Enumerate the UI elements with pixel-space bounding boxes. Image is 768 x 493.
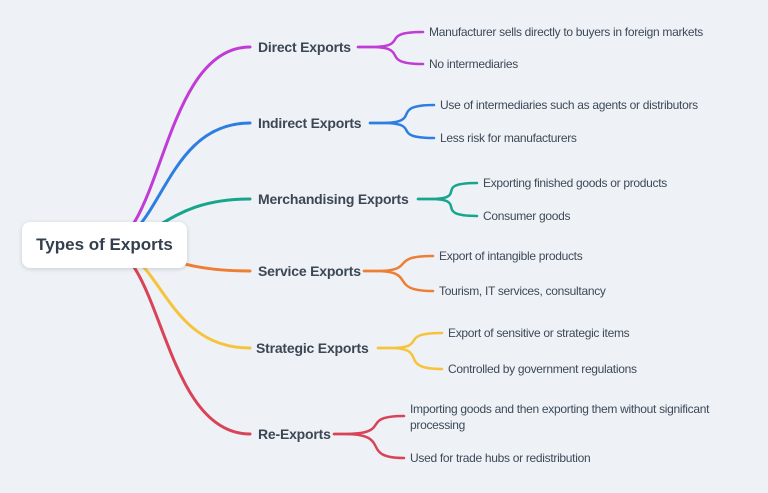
branch-node-merchandising-exports[interactable]: Merchandising Exports: [258, 191, 409, 207]
leaf-node[interactable]: Manufacturer sells directly to buyers in…: [429, 25, 703, 39]
branch-node-strategic-exports[interactable]: Strategic Exports: [256, 340, 369, 356]
leaf-node[interactable]: Used for trade hubs or redistribution: [410, 451, 591, 465]
leaf-curve: [376, 346, 444, 371]
leaf-curve: [332, 414, 406, 436]
leaf-node[interactable]: Importing goods and then exporting them …: [410, 402, 710, 432]
leaf-node[interactable]: Consumer goods: [483, 209, 571, 223]
leaf-node[interactable]: No intermediaries: [429, 57, 518, 71]
branch-node-re-exports[interactable]: Re-Exports: [258, 426, 331, 442]
leaf-node[interactable]: Export of intangible products: [439, 249, 583, 263]
leaf-curve: [362, 254, 435, 273]
leaf-node[interactable]: Tourism, IT services, consultancy: [439, 284, 606, 298]
leaf-curve: [376, 331, 444, 350]
branch-node-direct-exports[interactable]: Direct Exports: [258, 39, 351, 55]
branch-curve-re-exports: [102, 244, 252, 436]
leaf-curve: [416, 181, 479, 201]
leaf-node[interactable]: Exporting finished goods or products: [483, 176, 667, 190]
leaf-curve: [416, 197, 479, 218]
leaf-curve: [368, 103, 436, 125]
leaf-curve: [332, 432, 406, 460]
leaf-node[interactable]: Controlled by government regulations: [448, 362, 637, 376]
leaf-curve: [356, 30, 425, 49]
leaf-node[interactable]: Less risk for manufacturers: [440, 131, 577, 145]
leaf-node[interactable]: Export of sensitive or strategic items: [448, 326, 630, 340]
branch-node-indirect-exports[interactable]: Indirect Exports: [258, 115, 362, 131]
leaf-curve: [356, 45, 425, 66]
leaf-curve: [368, 121, 436, 140]
leaf-curve: [362, 269, 435, 293]
root-node-types-of-exports[interactable]: Types of Exports: [22, 222, 187, 268]
branch-node-service-exports[interactable]: Service Exports: [258, 263, 361, 279]
leaf-node[interactable]: Use of intermediaries such as agents or …: [440, 98, 698, 112]
